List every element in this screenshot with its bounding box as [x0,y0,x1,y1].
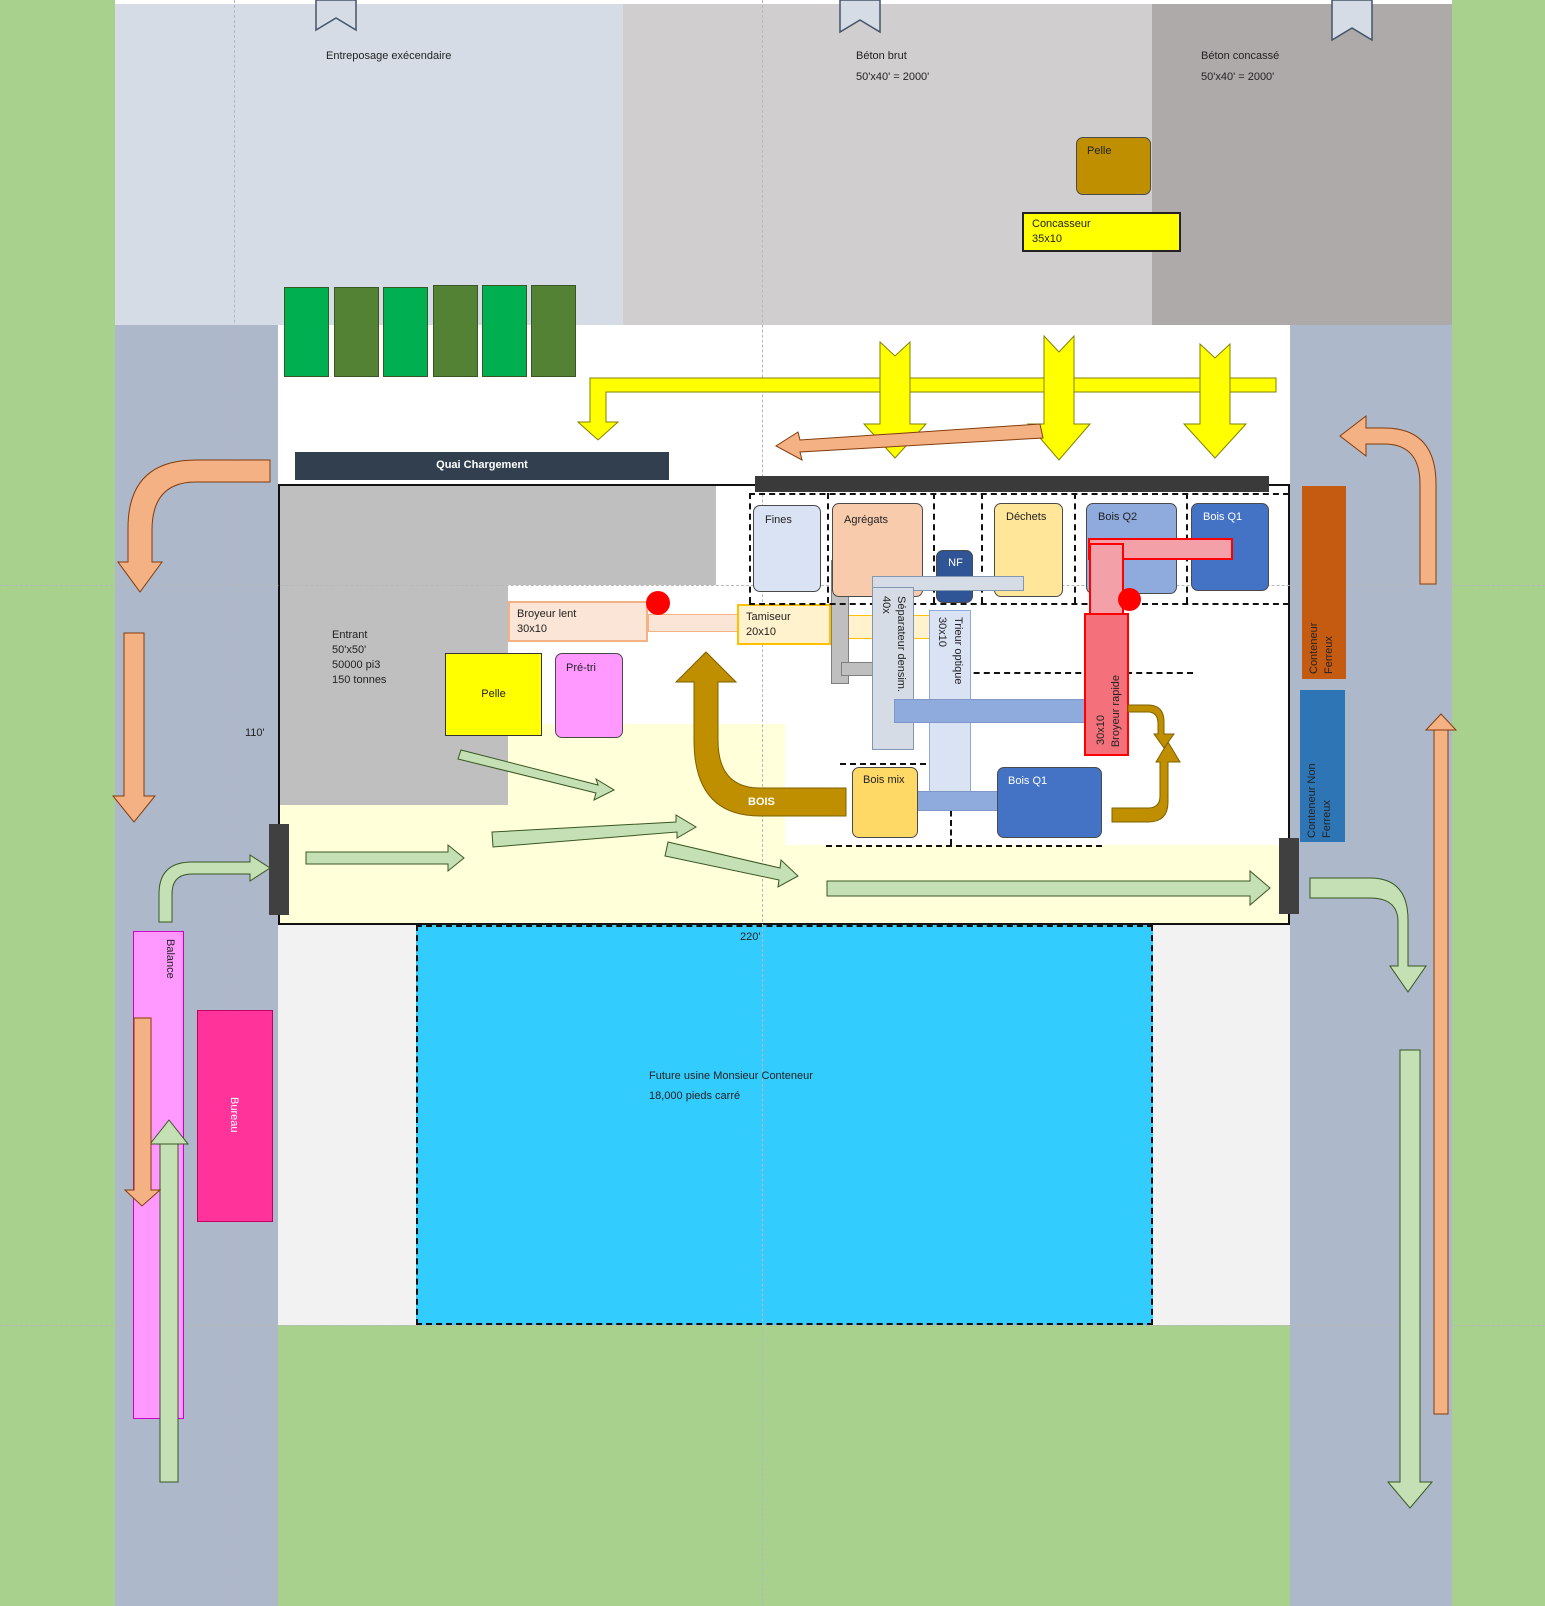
optical-sorter-label: Trieur optique [952,617,964,685]
container-green-6 [531,285,576,377]
container-ferrous: Conteneur Ferreux [1302,486,1346,679]
container-green-4 [433,285,478,377]
loading-dock-label: Quai Chargement [436,459,528,471]
excavator: Pelle [445,653,542,736]
bin-line-1 [749,493,1289,495]
door-right [1279,838,1299,914]
raw-concrete-label: Béton brut [856,50,907,62]
crusher-size: 35x10 [1032,233,1062,245]
slow-shredder-label: Broyeur lent [517,608,577,620]
storage-zone [115,4,623,325]
bin-div-1 [749,493,751,603]
bin-wood-q1-bottom: Bois Q1 [997,767,1102,838]
bin-nf-label: NF [948,557,963,569]
slow-shredder-size: 30x10 [517,623,547,635]
bin-div-5 [1074,493,1076,603]
crushed-concrete-size: 50'x40' = 2000' [1201,71,1275,83]
density-separator-label: Séparateur densim. [895,596,907,692]
fast-shredder: Broyeur rapide 30x10 [1084,613,1129,756]
bin-fines-label: Fines [765,514,792,526]
future-plant-name: Future usine Monsieur Conteneur [649,1070,813,1082]
chevron-marker-2 [839,0,881,34]
chevron-marker-1 [315,0,357,32]
bin-waste-label: Déchets [1006,511,1047,523]
container-green-5 [482,285,527,377]
container-green-2 [334,287,379,377]
future-plant-size: 18,000 pieds carré [649,1090,741,1102]
dimension-height: 110' [245,727,265,739]
chevron-marker-3 [1331,0,1373,42]
bin-line-4 [840,763,956,765]
density-separator: Séparateur densim. 40x [872,587,914,750]
pre-sort-label: Pré-tri [566,662,596,674]
bin-wood-q1-bottom-label: Bois Q1 [1008,775,1048,787]
slow-shredder: Broyeur lent 30x10 [508,601,648,642]
excavator-top: Pelle [1076,137,1151,195]
future-plant [416,925,1153,1325]
bin-wood-mix: Bois mix [852,767,918,838]
screener: Tamiseur 20x10 [737,604,831,645]
container-green-1 [284,287,329,377]
grass-left [0,0,115,1606]
incoming-volume: 50000 pi3 [332,659,381,671]
scale-label: Balance [164,939,176,979]
screener-label: Tamiseur [746,611,791,623]
bin-waste: Déchets [994,503,1063,597]
excavator-label: Pelle [481,688,506,700]
container-non-ferrous: Conteneur Non Ferreux [1300,690,1345,842]
optical-sorter-size: 30x10 [936,617,948,647]
raw-concrete-zone [623,4,1152,325]
incoming-weight: 150 tonnes [332,674,387,686]
incoming-area [280,485,716,585]
grass-right [1452,0,1545,1606]
door-left [269,824,289,915]
guide-h2 [0,1325,1545,1326]
bin-wood-mix-label: Bois mix [863,774,905,786]
crushed-concrete-zone [1152,4,1452,325]
slow-shredder-marker [646,591,670,615]
bin-line-2 [749,603,1289,605]
office-label: Bureau [228,1097,240,1133]
bin-div-2 [827,493,829,603]
wood-flow-label: BOIS [748,796,775,808]
bin-wood-q2-label: Bois Q2 [1098,511,1138,523]
loading-dock: Quai Chargement [295,452,669,480]
incoming-dims: 50'x50' [332,644,367,656]
excavator-top-label: Pelle [1087,145,1112,157]
bin-line-3 [933,672,1193,674]
office: Bureau [197,1010,273,1222]
bin-line-5 [826,845,1102,847]
pre-sort: Pré-tri [555,653,623,738]
raw-concrete-size: 50'x40' = 2000' [856,71,930,83]
crusher: Concasseur 35x10 [1022,212,1181,252]
crusher-label: Concasseur [1032,218,1091,230]
crushed-concrete-label: Béton concassé [1201,50,1280,62]
incoming-name: Entrant [332,629,368,641]
bin-fines: Fines [753,505,821,592]
bin-bar [755,476,1269,492]
bin-div-3 [933,493,935,603]
bin-aggregates-label: Agrégats [844,514,889,526]
container-green-3 [383,287,428,377]
guide-v1 [234,0,235,1606]
screener-size: 20x10 [746,626,776,638]
fast-shredder-marker [1118,588,1141,611]
conveyor-blue-mid [894,699,1088,723]
storage-label: Entreposage exécendaire [326,50,452,62]
grass-bottom [278,1325,1290,1606]
bin-div-4 [981,493,983,603]
bin-wood-q1-top-label: Bois Q1 [1203,511,1243,523]
density-separator-size: 40x [880,596,892,614]
dimension-width: 220' [740,931,761,943]
